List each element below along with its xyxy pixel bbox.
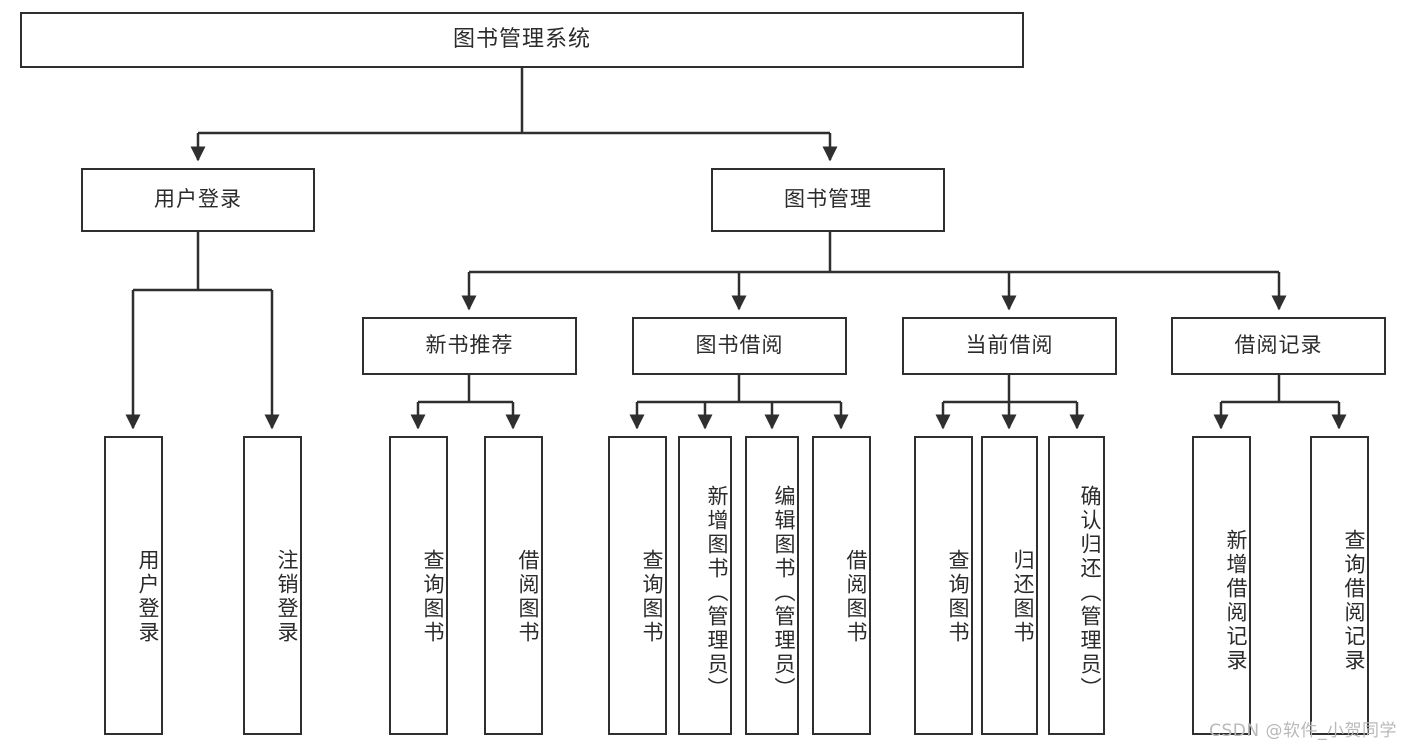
leaf-query-book-1-label: 查询图书 — [421, 548, 445, 645]
leaf-query-book-3-label: 查询图书 — [946, 548, 970, 645]
leaf-logout-label: 注销登录 — [275, 548, 299, 645]
node-book-borrow-label: 图书借阅 — [695, 333, 784, 358]
node-root-label: 图书管理系统 — [452, 26, 591, 52]
node-borrow-record[interactable]: 借阅记录 — [1171, 317, 1386, 375]
leaf-edit-book[interactable]: 编辑图书（管理员） — [745, 436, 799, 735]
leaf-add-book[interactable]: 新增图书（管理员） — [678, 436, 732, 735]
node-book-borrow[interactable]: 图书借阅 — [632, 317, 847, 375]
leaf-return-book[interactable]: 归还图书 — [981, 436, 1038, 735]
node-book-manage-label: 图书管理 — [784, 187, 872, 212]
csdn-watermark: CSDN @软件_小贺同学 — [1209, 721, 1397, 741]
leaf-query-book-3[interactable]: 查询图书 — [914, 436, 973, 735]
leaf-borrow-book-2[interactable]: 借阅图书 — [812, 436, 871, 735]
leaf-borrow-book-1-label: 借阅图书 — [516, 548, 540, 645]
node-user-login-label: 用户登录 — [154, 187, 242, 212]
leaf-borrow-book-1[interactable]: 借阅图书 — [484, 436, 543, 735]
leaf-add-record-label: 新增借阅记录 — [1224, 528, 1248, 673]
node-borrow-record-label: 借阅记录 — [1234, 333, 1323, 358]
leaf-query-book-2[interactable]: 查询图书 — [608, 436, 667, 735]
node-new-book-rec-label: 新书推荐 — [425, 333, 514, 358]
leaf-return-book-label: 归还图书 — [1011, 548, 1035, 645]
node-book-manage[interactable]: 图书管理 — [711, 168, 945, 232]
leaf-query-record-label: 查询借阅记录 — [1342, 528, 1366, 673]
leaf-borrow-book-2-label: 借阅图书 — [844, 548, 868, 645]
node-root[interactable]: 图书管理系统 — [20, 12, 1024, 68]
node-new-book-rec[interactable]: 新书推荐 — [362, 317, 577, 375]
leaf-user-login[interactable]: 用户登录 — [104, 436, 163, 735]
leaf-confirm-return[interactable]: 确认归还（管理员） — [1048, 436, 1105, 735]
node-current-borrow-label: 当前借阅 — [965, 333, 1054, 358]
leaf-logout[interactable]: 注销登录 — [243, 436, 302, 735]
leaf-query-book-2-label: 查询图书 — [640, 548, 664, 645]
leaf-edit-book-label: 编辑图书（管理员） — [772, 484, 796, 701]
leaf-query-record[interactable]: 查询借阅记录 — [1310, 436, 1369, 735]
leaf-confirm-return-label: 确认归还（管理员） — [1078, 484, 1102, 701]
node-user-login[interactable]: 用户登录 — [81, 168, 315, 232]
leaf-add-record[interactable]: 新增借阅记录 — [1192, 436, 1251, 735]
leaf-query-book-1[interactable]: 查询图书 — [389, 436, 448, 735]
leaf-user-login-label: 用户登录 — [136, 548, 160, 645]
node-current-borrow[interactable]: 当前借阅 — [902, 317, 1117, 375]
leaf-add-book-label: 新增图书（管理员） — [705, 484, 729, 701]
